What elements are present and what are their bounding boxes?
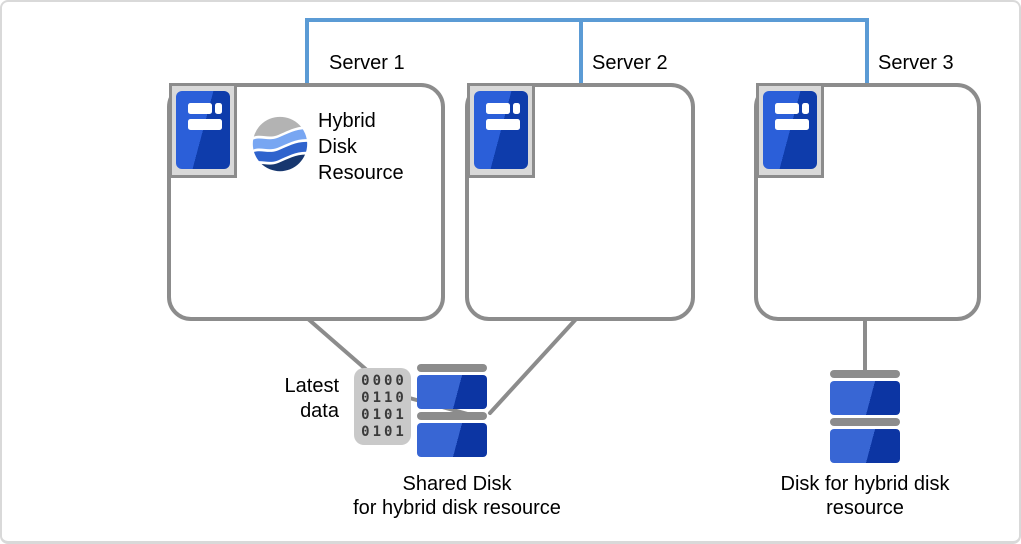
hybrid-disk-icon: [830, 370, 900, 463]
server3-icon: [756, 83, 824, 178]
server2-to-shared-disk-line: [488, 316, 579, 415]
server1-icon: [169, 83, 237, 178]
server-tower-shape: [474, 91, 528, 169]
server-tower-shape: [763, 91, 817, 169]
hybrid-disk-resource-label: Hybrid Disk Resource: [318, 110, 404, 184]
hybrid-disk-resource-icon: [252, 116, 308, 172]
server1-label: Server 1: [329, 52, 405, 74]
wave-light-blue-band: [252, 129, 308, 152]
server3-label: Server 3: [878, 52, 954, 74]
shared-disk-caption: Shared Disk for hybrid disk resource: [353, 473, 561, 519]
server1-to-shared-disk-line: [305, 316, 371, 374]
interconnect-line-blue: [305, 18, 869, 83]
shared-disk-icon: [417, 364, 487, 457]
server2-box: [465, 83, 695, 321]
server-tower-shape: [176, 91, 230, 169]
hybrid-disk-caption: Disk for hybrid disk resource: [780, 473, 950, 519]
server2-label: Server 2: [592, 52, 668, 74]
latest-data-label: Latest data: [284, 375, 339, 422]
server2-icon: [467, 83, 535, 178]
latest-data-binary-icon: 0000 0110 0101 0101: [354, 368, 411, 445]
wave-mid-blue-band: [252, 141, 308, 164]
